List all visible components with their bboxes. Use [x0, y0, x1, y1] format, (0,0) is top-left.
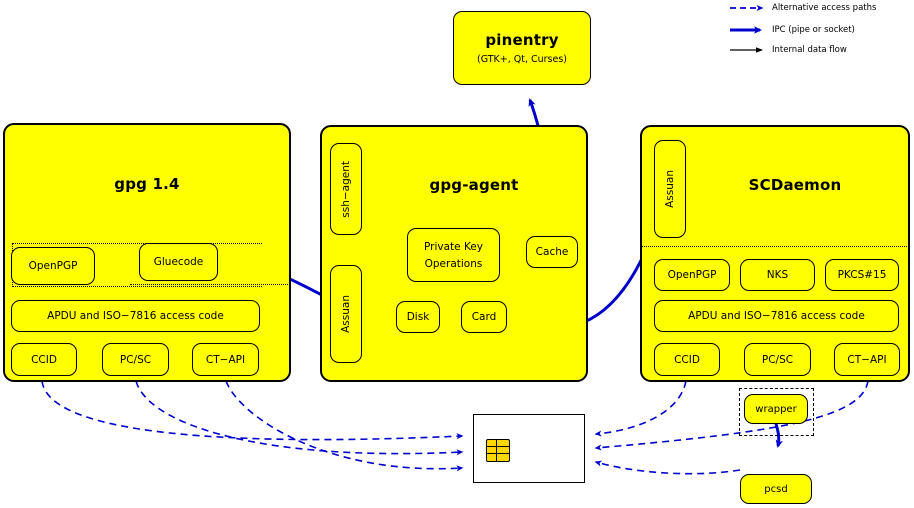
scdaemon-apdu-box[interactable]: APDU and ISO−7816 access code: [654, 300, 899, 332]
legend-item-ipc: IPC (pipe or socket): [772, 25, 855, 35]
gpgagent-card-box[interactable]: Card: [461, 301, 507, 333]
gpg-reader-ctapi[interactable]: CT−API: [192, 343, 259, 376]
wrapper-box[interactable]: wrapper: [744, 394, 808, 424]
private-key-operations-line1: Private Key: [424, 240, 483, 253]
gpgagent-assuan-box[interactable]: Assuan: [330, 265, 362, 363]
gpgagent-ssh-agent-label: ssh−agent: [340, 160, 352, 218]
gpgagent-ssh-agent-box[interactable]: ssh−agent: [330, 143, 362, 235]
legend-item-alternative-access-paths: Alternative access paths: [772, 3, 877, 13]
scdaemon-reader-ccid[interactable]: CCID: [654, 343, 720, 376]
pinentry-title: pinentry: [485, 31, 559, 49]
scdaemon-title: SCDaemon: [748, 176, 842, 194]
smartcard-chip-icon: [486, 439, 510, 462]
scdaemon-assuan-box[interactable]: Assuan: [654, 140, 686, 238]
legend-arrow-icons: [730, 5, 764, 53]
gpg-apdu-box[interactable]: APDU and ISO−7816 access code: [11, 300, 260, 332]
scdaemon-app-openpgp[interactable]: OpenPGP: [654, 259, 730, 291]
private-key-operations-line2: Operations: [424, 257, 483, 270]
scdaemon-divider: [641, 246, 909, 247]
scdaemon-reader-pcsc[interactable]: PC/SC: [744, 343, 811, 376]
pinentry-box[interactable]: pinentry (GTK+, Qt, Curses): [453, 11, 591, 85]
pinentry-subtitle: (GTK+, Qt, Curses): [476, 54, 567, 65]
gpg-reader-ccid[interactable]: CCID: [11, 343, 77, 376]
gpgagent-title: gpg-agent: [429, 176, 519, 194]
pcsd-box[interactable]: pcsd: [740, 474, 812, 504]
scdaemon-app-nks[interactable]: NKS: [740, 259, 815, 291]
gpg-reader-pcsc[interactable]: PC/SC: [102, 343, 169, 376]
legend-item-internal-data-flow: Internal data flow: [772, 45, 847, 55]
gpgagent-cache-box[interactable]: Cache: [526, 236, 578, 268]
scdaemon-app-pkcs15[interactable]: PKCS#15: [825, 259, 899, 291]
scdaemon-reader-ctapi[interactable]: CT−API: [834, 343, 900, 376]
gpg-openpgp-box[interactable]: OpenPGP: [11, 247, 95, 285]
smartcard-box[interactable]: [473, 414, 585, 483]
gpgagent-assuan-label: Assuan: [340, 295, 352, 333]
gpgagent-private-key-operations-box[interactable]: Private Key Operations: [407, 228, 500, 282]
gpg-gluecode-box[interactable]: Gluecode: [139, 243, 218, 281]
gpgagent-disk-box[interactable]: Disk: [396, 301, 440, 333]
gpg-card-app-region-extension: [130, 284, 288, 290]
gpg-title: gpg 1.4: [114, 175, 180, 193]
scdaemon-assuan-label: Assuan: [664, 170, 676, 208]
wrapper-dashed-region: [739, 388, 814, 436]
